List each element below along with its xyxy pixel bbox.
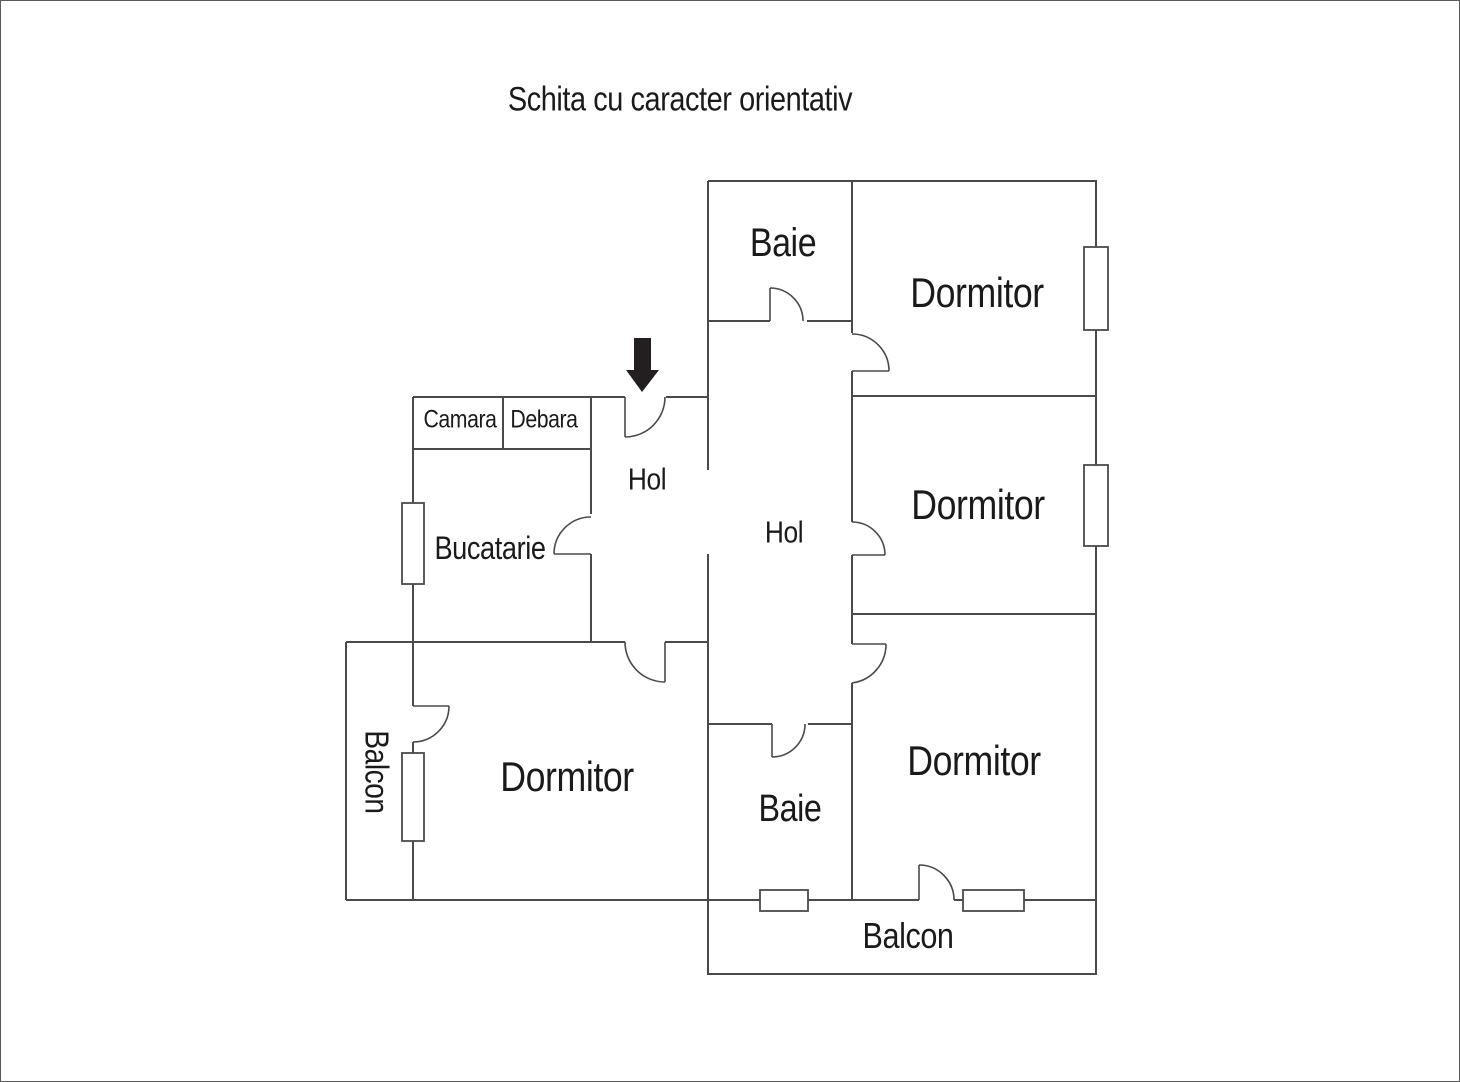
room-label-dormitor-bottom-right: Dormitor xyxy=(907,737,1041,784)
doors xyxy=(412,287,955,901)
window-balcon-left xyxy=(401,752,425,842)
window-dormitor-top xyxy=(1083,246,1109,331)
windows xyxy=(401,246,1109,912)
door-arc-balcon-bottom xyxy=(918,864,955,901)
entrance-arrow-icon xyxy=(626,338,659,392)
room-label-dormitor-middle: Dormitor xyxy=(911,481,1045,528)
window-dormitor-middle xyxy=(1083,464,1109,547)
door-arc-dormitor-middle xyxy=(851,521,886,556)
room-label-dormitor-top: Dormitor xyxy=(910,269,1044,316)
door-arc-baie-top xyxy=(769,287,804,322)
room-label-baie-top: Baie xyxy=(749,221,817,265)
room-label-hol-central: Hol xyxy=(764,514,804,550)
room-label-bucatarie: Bucatarie xyxy=(434,530,546,566)
room-label-balcon-bottom: Balcon xyxy=(862,915,954,956)
door-arc-balcon-left xyxy=(412,705,450,743)
room-label-dormitor-bottom-left: Dormitor xyxy=(500,753,634,800)
window-baie-bottom xyxy=(759,889,809,912)
wall-exterior-top-right xyxy=(708,180,1097,900)
wall-balcony-left xyxy=(345,642,708,901)
wall-camara-debara xyxy=(413,397,591,450)
room-label-camara: Camara xyxy=(423,405,497,434)
door-arc-dormitor-bottom-left xyxy=(624,641,666,683)
room-label-balcon-left: Balcon xyxy=(358,730,396,814)
window-dormitor-bottom xyxy=(962,889,1025,912)
room-label-debara: Debara xyxy=(510,405,578,434)
room-label-baie-bottom: Baie xyxy=(758,788,822,830)
door-arc-dormitor-top xyxy=(851,333,890,372)
door-arc-baie-bottom xyxy=(771,723,806,758)
wall-balcony-bottom xyxy=(707,900,1097,975)
walls xyxy=(345,180,1097,975)
door-arc-entrance xyxy=(624,396,666,438)
wall-right-dividers xyxy=(852,395,1096,615)
door-arc-dormitor-bottom-right xyxy=(851,643,887,684)
room-label-hol-upper: Hol xyxy=(627,461,667,497)
page-title: Schita cu caracter orientativ xyxy=(507,80,853,119)
window-bucatarie xyxy=(401,502,425,585)
door-arc-bucatarie xyxy=(553,516,592,555)
